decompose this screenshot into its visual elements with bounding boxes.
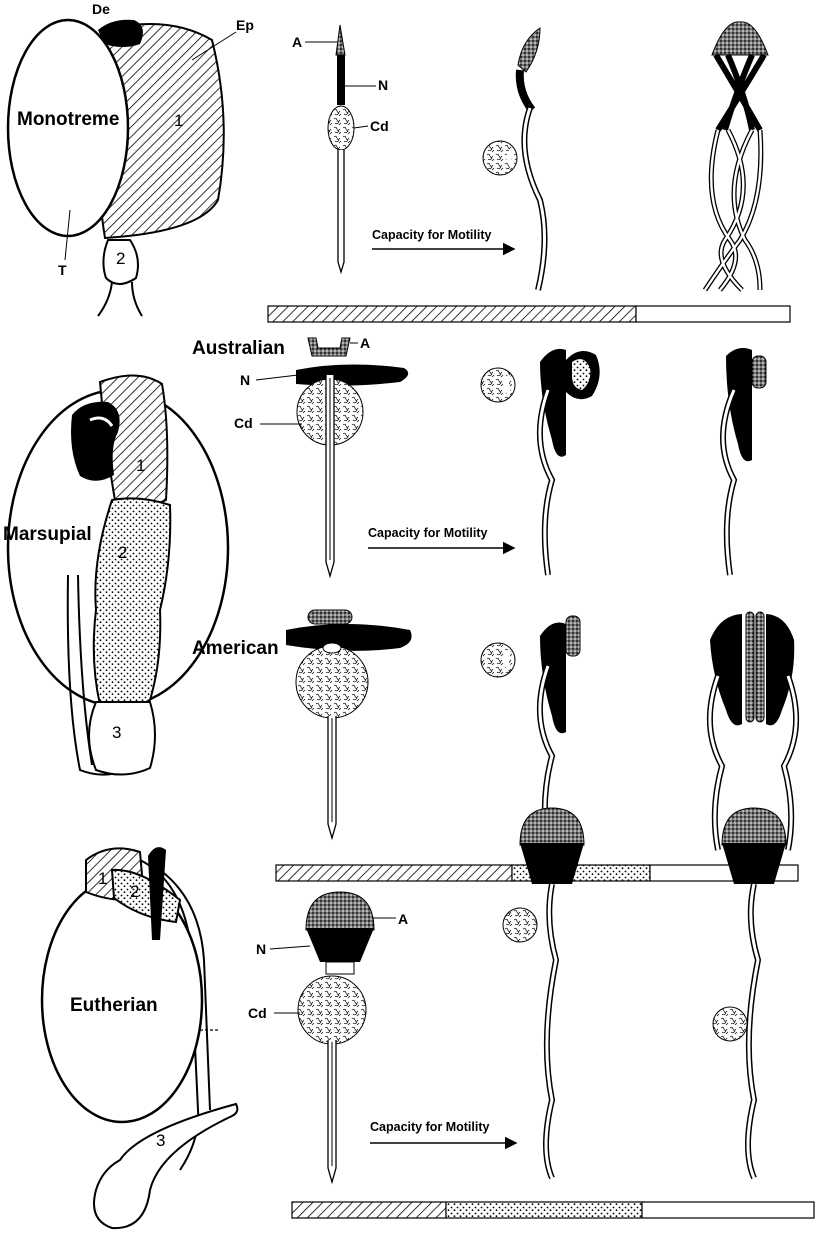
marsupial-section: Marsupial 1 2 3 Australian A N Cd <box>3 335 798 881</box>
monotreme-sperm-stage-1 <box>328 25 354 272</box>
label-de: De <box>92 1 110 17</box>
australian-label-cd: Cd <box>234 415 253 431</box>
australian-label-a: A <box>360 335 370 351</box>
marsupial-title: Marsupial <box>3 524 92 545</box>
motility-caption-monotreme: Capacity for Motility <box>372 228 492 242</box>
label-ep: Ep <box>236 17 254 33</box>
australian-sperm-stage-3 <box>723 348 766 575</box>
monotreme-sperm-bundle <box>705 22 768 290</box>
monotreme-title: Monotreme <box>17 109 119 130</box>
eutherian-label-a: A <box>398 911 408 927</box>
eutherian-label-cd: Cd <box>248 1005 267 1021</box>
label-n: N <box>378 77 388 93</box>
eutherian-region-bar <box>292 1202 814 1218</box>
australian-sperm-stage-1 <box>296 338 408 576</box>
region-2-label: 2 <box>116 249 125 268</box>
eutherian-sperm-stage-3 <box>713 808 786 1178</box>
marsupial-region-2: 2 <box>118 543 127 562</box>
australian-label-n: N <box>240 372 250 388</box>
motility-caption-australian: Capacity for Motility <box>368 526 488 540</box>
eutherian-sperm-stage-2 <box>503 808 584 1178</box>
eutherian-region-1: 1 <box>98 869 107 888</box>
label-cd: Cd <box>370 118 389 134</box>
monotreme-sperm-stage-2 <box>483 28 545 290</box>
eutherian-region-2: 2 <box>130 882 139 901</box>
marsupial-region-1: 1 <box>136 456 145 475</box>
american-sperm-stage-1 <box>286 610 412 838</box>
american-title: American <box>192 638 279 659</box>
australian-sperm-stage-2 <box>481 349 600 575</box>
label-t: T <box>58 262 67 278</box>
australian-title: Australian <box>192 338 285 359</box>
motility-caption-eutherian: Capacity for Motility <box>370 1120 490 1134</box>
eutherian-sperm-stage-1 <box>298 892 374 1182</box>
region-1-label: 1 <box>174 111 183 130</box>
label-a: A <box>292 34 302 50</box>
eutherian-label-n: N <box>256 941 266 957</box>
monotreme-region-bar <box>268 306 790 322</box>
monotreme-organ <box>8 20 224 316</box>
eutherian-region-3: 3 <box>156 1131 165 1150</box>
marsupial-organ <box>8 375 228 774</box>
monotreme-section: Monotreme De Ep T 1 2 A N Cd <box>8 1 790 322</box>
marsupial-region-3: 3 <box>112 723 121 742</box>
eutherian-organ <box>42 847 237 1228</box>
eutherian-title: Eutherian <box>70 995 158 1016</box>
